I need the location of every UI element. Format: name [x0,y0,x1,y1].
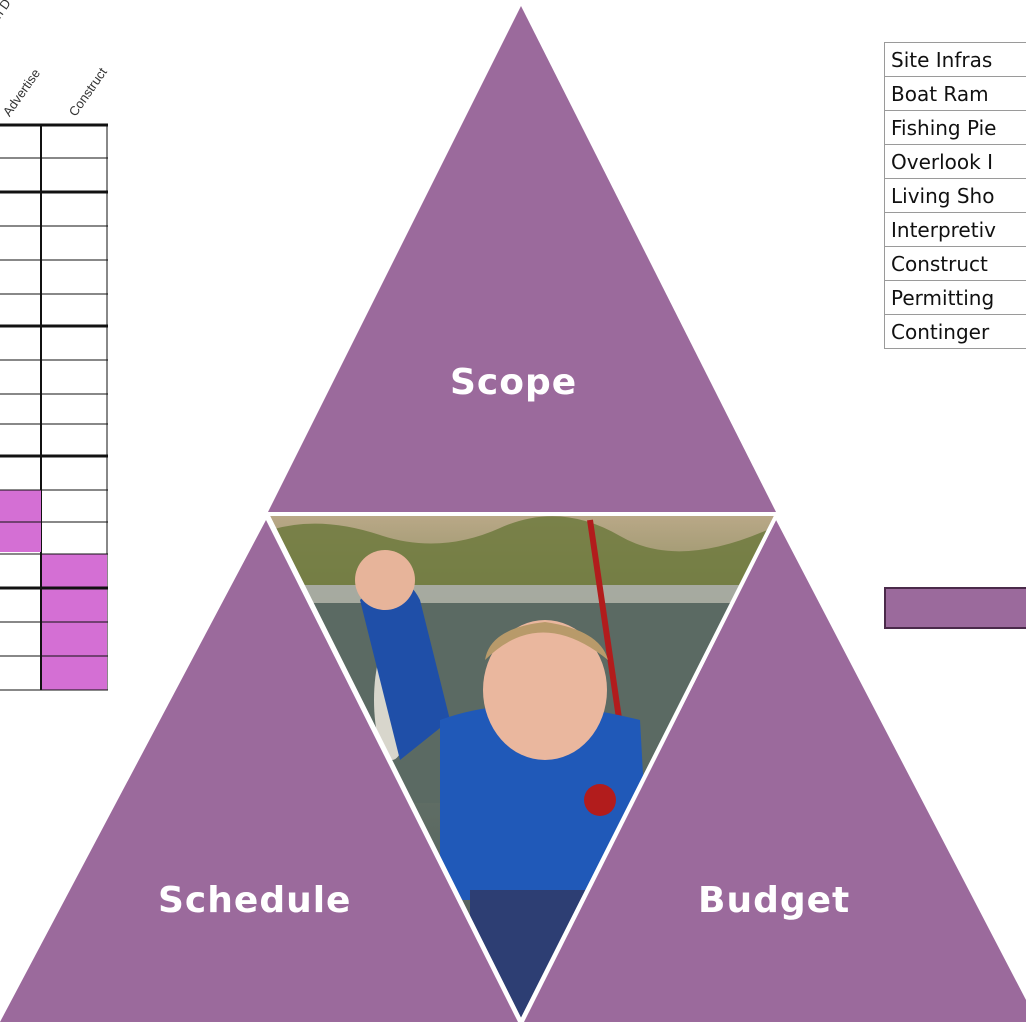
schedule-table: on D Advertise Construct [0,0,120,700]
schedule-cell-highlight [42,554,107,588]
budget-row: Permitting [885,281,1026,315]
budget-row: Living Sho [885,179,1026,213]
schedule-cell-highlight [42,622,107,656]
budget-table: Site Infras Boat Ram Fishing Pie Overloo… [884,42,1026,349]
budget-row: Fishing Pie [885,111,1026,145]
schedule-triangle [0,520,518,1022]
budget-row: Overlook I [885,145,1026,179]
budget-row: Boat Ram [885,77,1026,111]
budget-row: Continger [885,315,1026,349]
budget-row: Site Infras [885,43,1026,77]
budget-total-row [884,587,1026,629]
schedule-cell-highlight [0,490,41,524]
schedule-cell-highlight [42,656,107,690]
schedule-label: Schedule [158,880,352,921]
budget-triangle [524,520,1026,1022]
budget-row: Interpretiv [885,213,1026,247]
scope-label: Scope [450,362,578,403]
scope-triangle [268,6,776,512]
budget-label: Budget [698,880,851,921]
schedule-grid [0,123,108,691]
budget-row: Construct [885,247,1026,281]
schedule-cell-highlight [0,524,41,552]
schedule-cell-highlight [42,588,107,622]
